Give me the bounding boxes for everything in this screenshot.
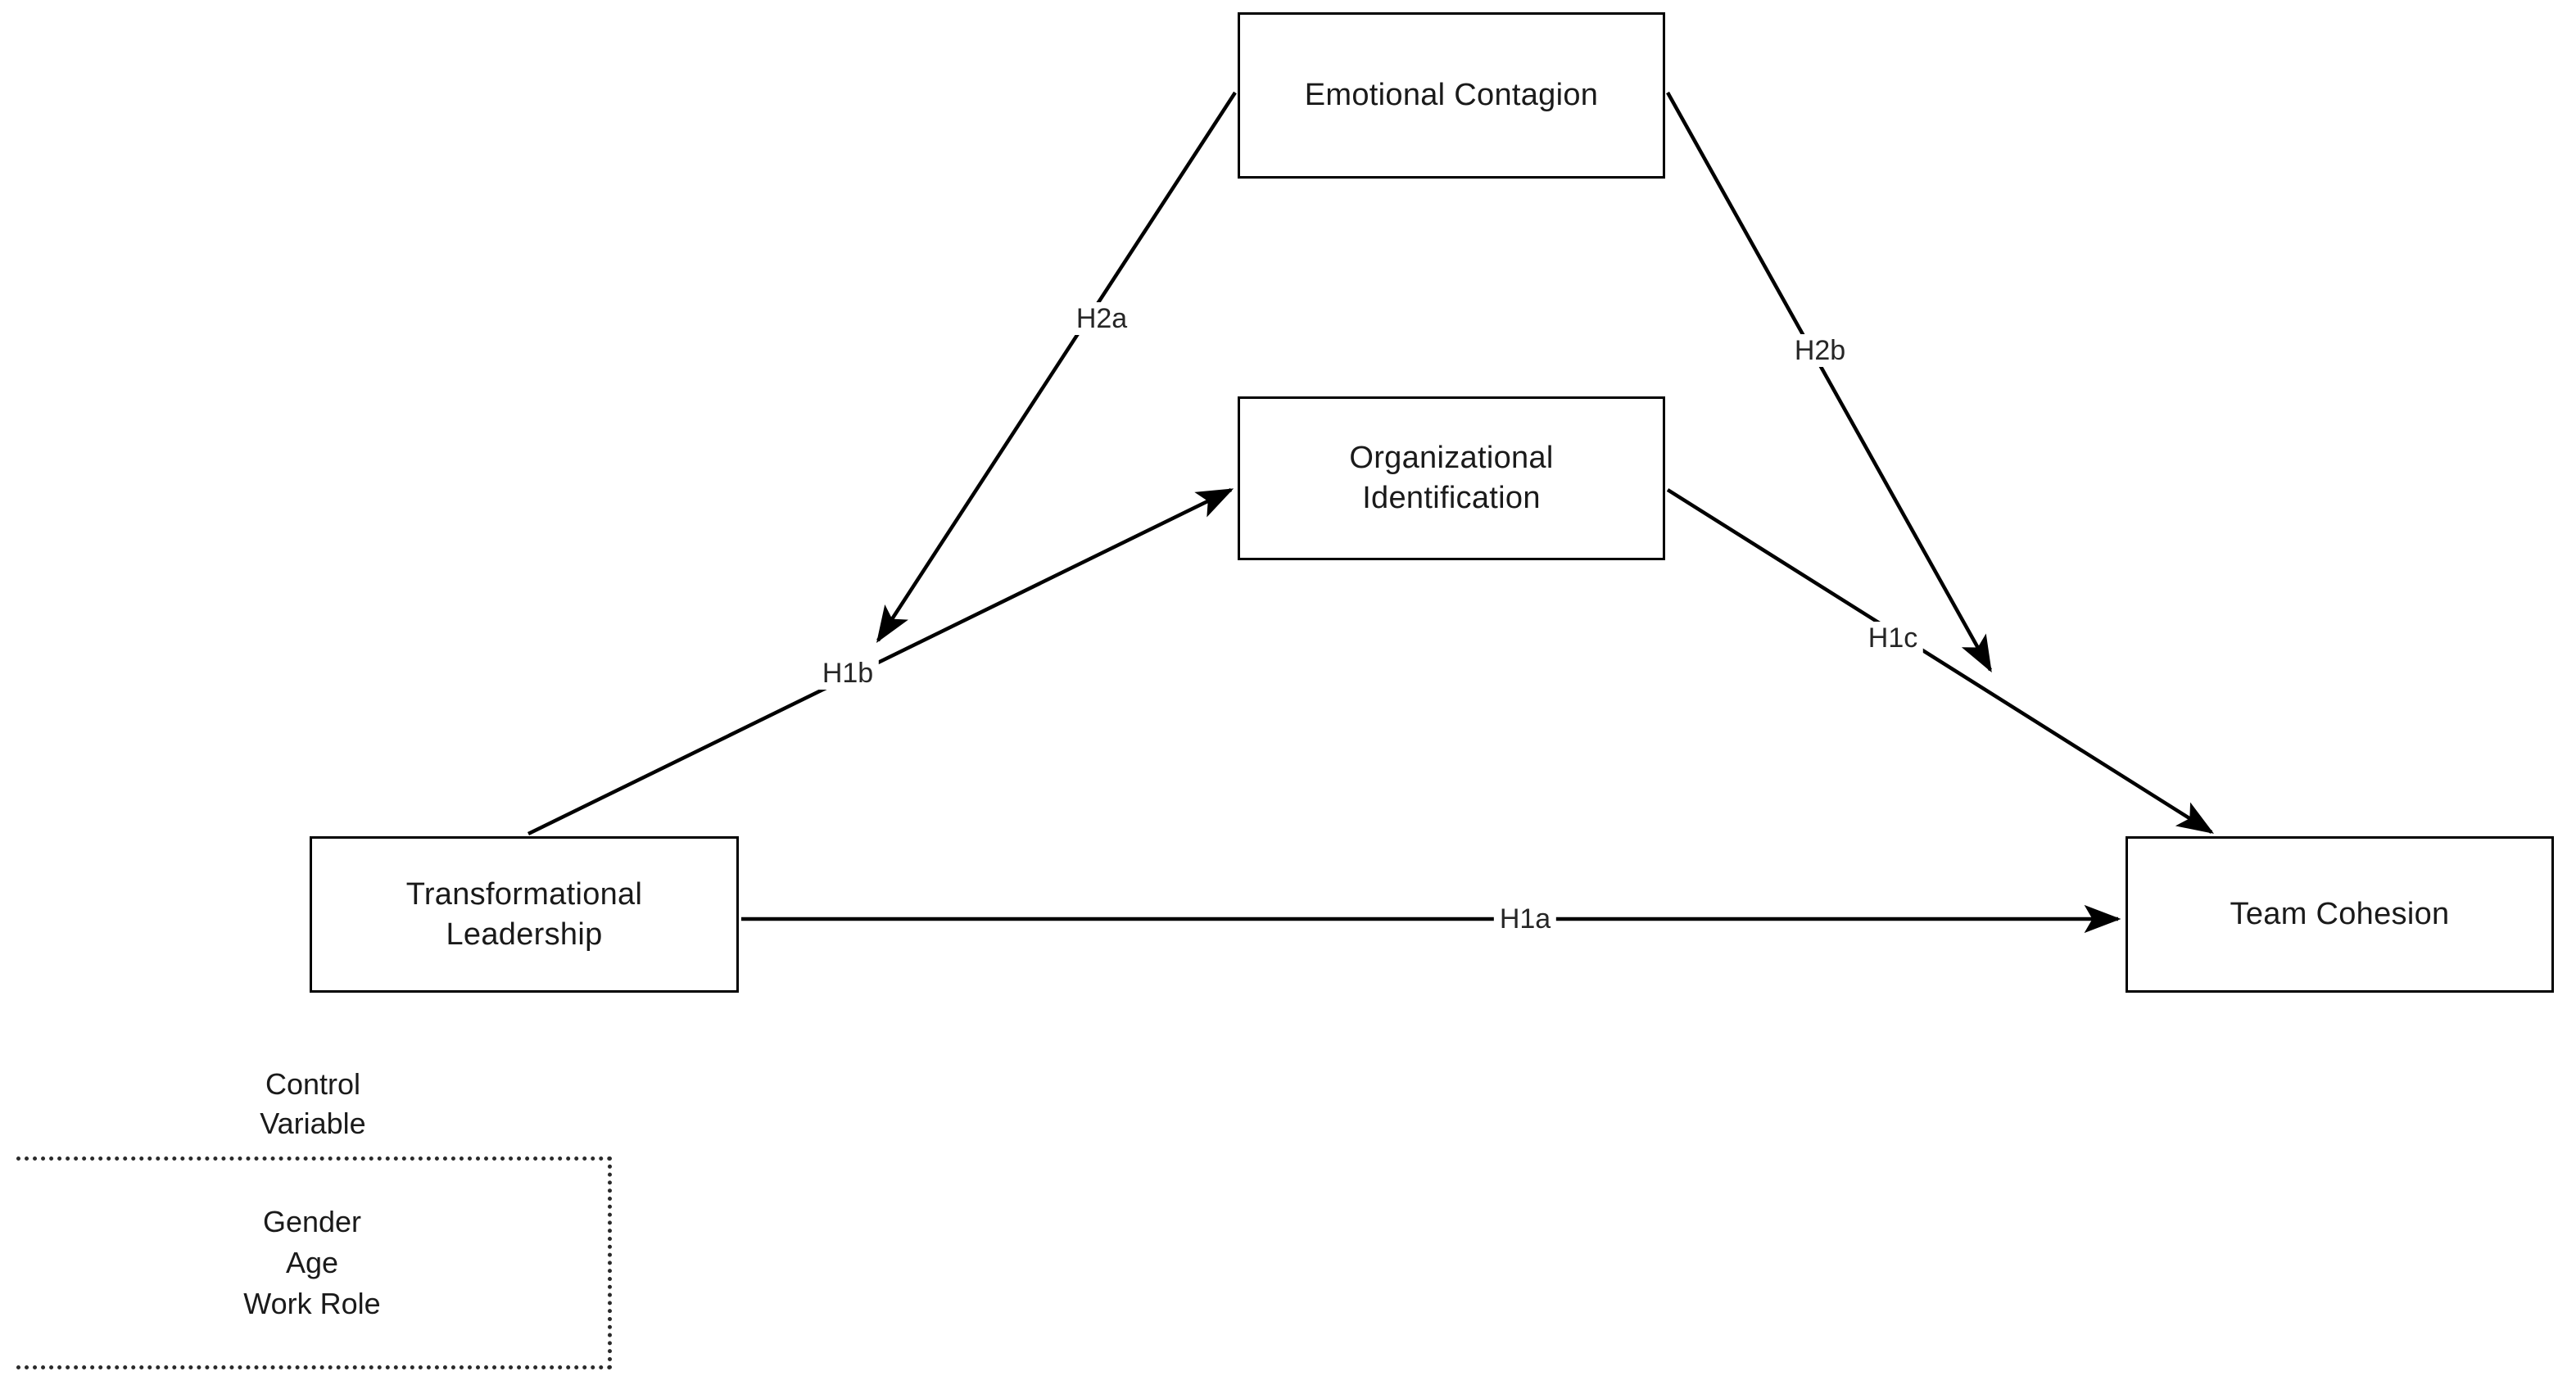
edge-h1c-line [1666,488,2215,834]
node-transformational-leadership-label: Transformational Leadership [405,876,643,952]
edge-label-h2b: H2b [1788,334,1852,367]
node-emotional-contagion-label: Emotional Contagion [1304,78,1599,113]
edge-h2a-line [876,91,1237,644]
node-organizational-identification-label: Organizational Identification [1349,441,1554,515]
edge-h1b-line [527,487,1234,836]
node-team-cohesion-label: Team Cohesion [2230,897,2450,932]
edge-label-h1a: H1a [1493,903,1557,935]
node-team-cohesion[interactable]: Team Cohesion [2126,836,2554,993]
control-variable-items: Gender Age Work Role [243,1205,381,1320]
edge-label-h2a: H2a [1070,302,1134,335]
edge-h2b-line [1666,91,1992,673]
node-transformational-leadership[interactable]: Transformational Leadership [310,836,739,993]
node-emotional-contagion[interactable]: Emotional Contagion [1238,12,1665,179]
control-variable-caption: Control Variable [260,1067,366,1140]
node-organizational-identification[interactable]: Organizational Identification [1238,396,1665,560]
edge-label-h1b: H1b [816,657,880,690]
edge-label-h1c: H1c [1862,622,1924,654]
control-variable-box: Gender Age Work Role [16,1156,612,1369]
